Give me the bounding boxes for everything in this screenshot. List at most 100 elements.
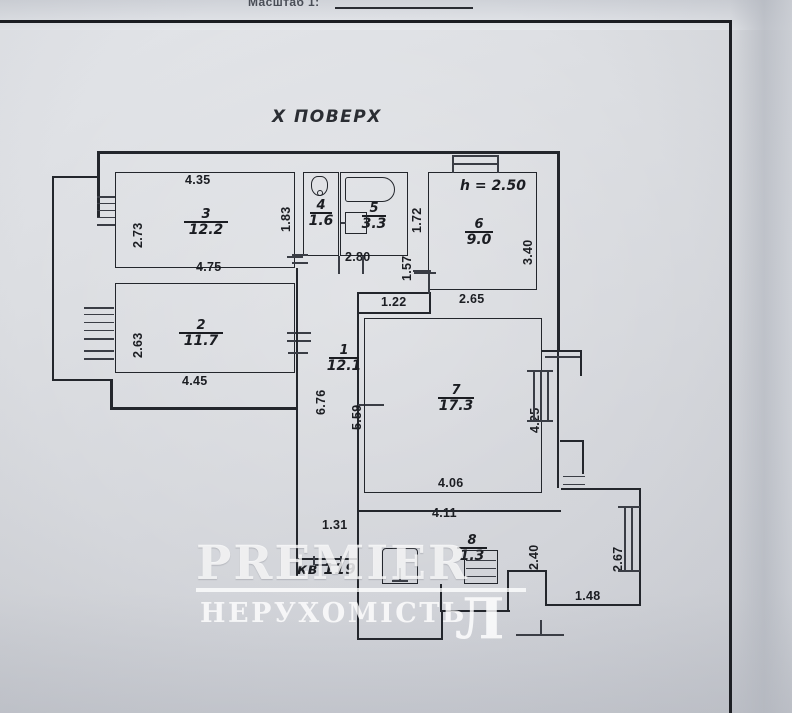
dim-room3-top: 4.35	[185, 173, 211, 187]
paper-shading-bottom	[0, 593, 792, 713]
window-left-lower-sill-b	[84, 358, 114, 360]
fixture-lower-left-stem	[399, 568, 401, 582]
window-kitchen-top-b	[452, 163, 498, 165]
corridor-right-wall	[357, 292, 360, 510]
door-room3-right	[287, 256, 303, 258]
window-kitchen-frame-r	[497, 155, 499, 173]
window-left-upper-b	[97, 210, 115, 212]
lower-block-bottom	[357, 638, 443, 641]
dim-room3-right: 1.83	[279, 206, 293, 232]
dim-corridor-left: 6.76	[314, 389, 328, 415]
room-6-number: 6	[474, 217, 484, 232]
window-kitchen-top	[452, 155, 498, 157]
bath-riser-line-b	[362, 256, 364, 274]
window-kitchen-frame-l	[452, 155, 454, 173]
paper-shading-right	[730, 0, 792, 713]
entry-door-leaf	[315, 564, 341, 566]
room-2-label: 2 11.7	[170, 319, 232, 349]
loggia-left-outline	[52, 176, 55, 381]
dim-room2-bottom: 4.45	[182, 374, 208, 388]
room7-lower-wall	[357, 510, 561, 513]
entry-door-jamb-a	[313, 556, 315, 565]
window-left-upper-frame-b	[97, 224, 115, 226]
right-jog-mid-top	[560, 440, 584, 443]
entry-door-jamb-b	[340, 556, 342, 565]
room-7-area: 17.3	[438, 397, 474, 414]
fixture-lower-right-hatch-b	[466, 568, 496, 570]
hall-divider	[428, 272, 430, 294]
window-room7-sill-bottom	[527, 420, 553, 422]
door-corridor-upper	[288, 352, 308, 354]
lower-block-riser	[441, 612, 444, 640]
room-2-area: 11.7	[183, 332, 219, 349]
loggia-top-edge	[52, 176, 100, 179]
frame-top-line	[0, 20, 732, 23]
right-jog-upper	[580, 350, 583, 376]
entry-top-wall	[296, 558, 358, 561]
window-left-lower-frame-b	[84, 338, 114, 340]
apartment-number-label: кв 119	[297, 560, 357, 578]
loggia-br-inner-v	[440, 584, 443, 612]
dim-room6-bottom: 2.65	[459, 292, 485, 306]
balcony-ledge-top	[542, 350, 582, 353]
door-room7-arrow	[358, 404, 384, 406]
dim-entry-width: 1.31	[322, 518, 348, 532]
lower-left-wall	[296, 558, 299, 576]
door-room2-right	[287, 332, 311, 334]
scale-label: Масштаб 1:	[248, 0, 320, 9]
watermark-tagline: НЕРУХОМІСТЬ	[200, 598, 467, 629]
fixture-lower-left	[382, 548, 418, 584]
door-room7-right	[545, 356, 581, 358]
fixture-lower-right-hatch-c	[466, 576, 496, 578]
window-room7-right	[533, 372, 535, 420]
page-title: X ПОВЕРХ	[272, 107, 382, 127]
hall-jog-top	[413, 270, 431, 272]
dim-hall-short: 1.22	[381, 295, 407, 309]
room-1-label: 1 12.1	[322, 344, 366, 374]
room-8-number: 8	[467, 533, 477, 548]
bath-riser-line	[338, 256, 340, 274]
window-left-lower-frame	[84, 307, 114, 309]
fixture-lower-right	[464, 550, 498, 584]
room-3-outline	[115, 172, 295, 268]
room-4-label: 4 1.6	[305, 199, 337, 228]
door-toilet	[292, 262, 308, 264]
right-jog-hatch-a	[563, 476, 585, 478]
outer-wall-left-upper	[97, 151, 100, 217]
room-3-area: 12.2	[188, 221, 224, 238]
right-jog-hatch-b	[563, 484, 585, 486]
outer-wall-left-foot	[110, 407, 298, 410]
window-loggia-frame-bottom	[618, 570, 640, 572]
dim-corridor-inner: 5.59	[350, 404, 364, 430]
room-5-outline	[340, 172, 408, 256]
window-loggia-b	[631, 508, 633, 570]
window-room7-sill-top	[527, 370, 553, 372]
watermark-logo-mark: Л	[455, 586, 505, 652]
fixture-lower-left-foot	[392, 580, 408, 582]
room-5-number: 5	[369, 201, 379, 216]
ceiling-height-note: h = 2.50	[460, 178, 526, 194]
dim-room6-right: 3.40	[521, 239, 535, 265]
loggia-br-right	[639, 488, 642, 606]
loggia-br-bottom	[545, 604, 641, 607]
outer-wall-right-mid	[557, 350, 560, 488]
hall-box-right	[429, 292, 432, 314]
entry-vertical	[357, 510, 360, 640]
window-room7-right-b	[540, 372, 542, 420]
room-6-outline	[428, 172, 537, 290]
room-8-area: 1.3	[459, 547, 485, 564]
corridor-left-wall	[296, 268, 299, 560]
toilet-bowl-inner	[317, 190, 323, 196]
room-1-area: 12.1	[326, 357, 362, 374]
loggia-br-foot	[440, 610, 510, 613]
window-left-lower-b	[84, 322, 114, 324]
hall-box-top	[357, 292, 431, 295]
entry-arrow-line	[540, 620, 542, 636]
door-corridor-kitchen	[414, 272, 436, 274]
loggia-br-left	[545, 570, 548, 606]
sink-tap	[341, 222, 346, 224]
loggia-br-top	[561, 488, 641, 491]
hall-box-bottom	[357, 312, 431, 315]
outer-wall-left-lower	[110, 379, 113, 409]
dim-hall-mid: 1.57	[400, 255, 414, 281]
